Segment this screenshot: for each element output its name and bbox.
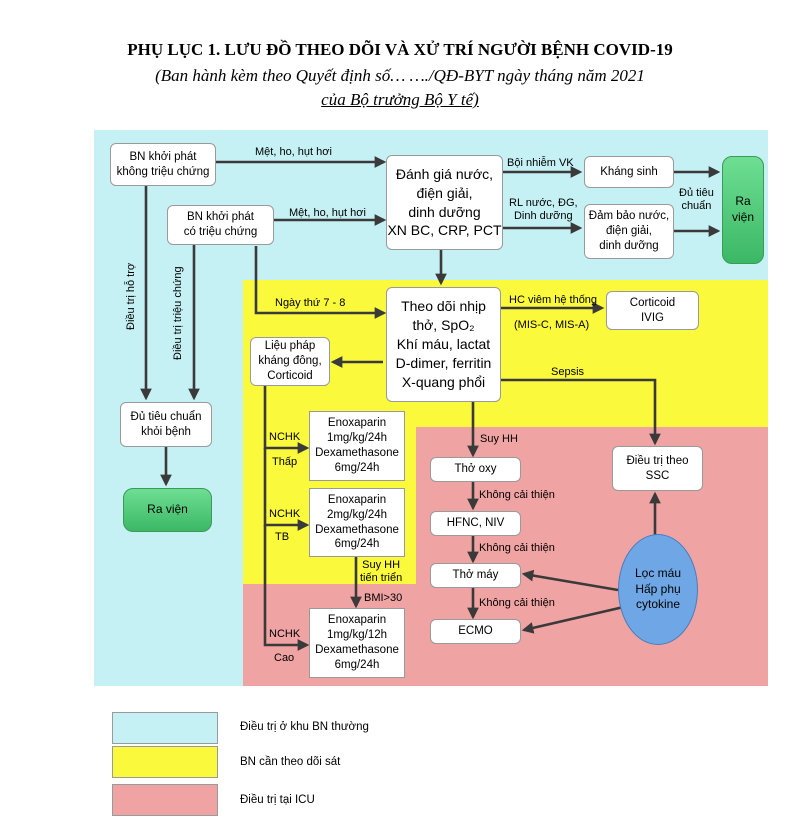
label-nchk-2: NCHK	[269, 508, 301, 520]
node-monitor: Theo dõi nhịp thở, SpO₂ Khí máu, lactat …	[386, 287, 501, 402]
legend-swatch-icu	[112, 784, 218, 816]
label-bmi: BMI>30	[364, 592, 403, 604]
node-eno-low: Enoxaparin 1mg/kg/24h Dexamethasone 6mg/…	[309, 411, 405, 481]
node-assess: Đánh giá nước, điện giải, dinh dưỡng XN …	[386, 155, 503, 250]
label-bacterial: Bội nhiễm VK	[507, 157, 574, 169]
node-recovery-criteria: Đủ tiêu chuẩn khỏi bệnh	[120, 402, 212, 447]
legend-label-close-monitor: BN cần theo dõi sát	[240, 756, 341, 768]
legend-label-icu: Điều trị tại ICU	[240, 794, 315, 806]
label-support-treatment: Điều trị hỗ trợ	[125, 262, 137, 330]
node-discharge-top: Ra viện	[722, 156, 764, 264]
node-eno-high: Enoxaparin 1mg/kg/12h Dexamethasone 6mg/…	[309, 608, 405, 678]
label-symptom-treatment: Điều trị triệu chứng	[172, 266, 184, 360]
legend-label-normal-ward: Điều trị ở khu BN thường	[240, 721, 369, 733]
node-anticoag-therapy: Liệu pháp kháng đông, Corticoid	[250, 337, 330, 386]
label-high: Cao	[274, 652, 295, 664]
node-hfnc: HFNC, NIV	[430, 511, 521, 536]
label-rl-fluids: RL nước, ĐG, Dinh dưỡng	[509, 197, 578, 223]
node-discharge-bottom: Ra viện	[123, 488, 212, 532]
label-worse-progress: Suy HH tiến triển	[360, 559, 403, 585]
label-no-improve-1: Không cải thiện	[479, 489, 555, 501]
label-worsened: Suy HH	[480, 433, 518, 445]
edge-filter-to-ecmo	[521, 604, 629, 634]
label-nchk-3: NCHK	[269, 628, 301, 640]
zone-normal-ward	[94, 130, 768, 686]
edge-nchk-high	[263, 525, 310, 651]
edge-filter-to-ventilator	[521, 569, 619, 592]
node-symptomatic: BN khởi phát có triệu chứng	[167, 205, 274, 245]
label-no-improve-2: Không cải thiện	[479, 542, 555, 554]
label-mis: (MIS-C, MIS-A)	[514, 319, 590, 331]
page-subtitle: (Ban hành kèm theo Quyết định số… …./QĐ-…	[155, 66, 645, 85]
label-nchk-1: NCHK	[269, 431, 301, 443]
node-asymptomatic: BN khởi phát không triệu chứng	[110, 143, 216, 186]
label-sepsis: Sepsis	[551, 366, 585, 378]
label-low: Thấp	[272, 456, 298, 468]
label-tired-cough-2: Mệt, ho, hụt hơi	[289, 207, 366, 219]
node-ventilator: Thở máy	[430, 563, 521, 588]
node-ssc: Điều trị theo SSC	[612, 446, 703, 491]
label-tb: TB	[275, 531, 290, 543]
node-eno-mid: Enoxaparin 2mg/kg/24h Dexamethasone 6mg/…	[309, 488, 405, 557]
label-no-improve-3: Không cải thiện	[479, 597, 555, 609]
label-tired-cough-1: Mệt, ho, hụt hơi	[255, 146, 332, 158]
node-ensure-fluids: Đảm bảo nước, điện giải, dinh dưỡng	[584, 204, 674, 259]
node-ecmo: ECMO	[430, 619, 521, 644]
node-oxygen: Thở oxy	[430, 457, 521, 482]
legend-swatch-normal-ward	[112, 712, 218, 744]
label-enough-criteria: Đủ tiêu chuẩn	[679, 187, 714, 213]
node-blood-filter: Lọc máu Hấp phụ cytokine	[618, 534, 698, 645]
page-subtitle-2: của Bộ trưởng Bộ Y tế)	[321, 90, 479, 109]
edge-day78	[254, 246, 387, 319]
node-antibiotic: Kháng sinh	[584, 156, 674, 188]
label-hc-syndrome: HC viêm hệ thống	[509, 294, 598, 306]
node-corticoid-ivig: Corticoid IVIG	[606, 291, 699, 330]
legend-swatch-close-monitor	[112, 746, 218, 778]
edge-sepsis	[501, 378, 661, 446]
label-day-7-8: Ngày thứ 7 - 8	[275, 297, 346, 309]
page-title: PHỤ LỤC 1. LƯU ĐỒ THEO DÕI VÀ XỬ TRÍ NGƯ…	[127, 40, 673, 59]
